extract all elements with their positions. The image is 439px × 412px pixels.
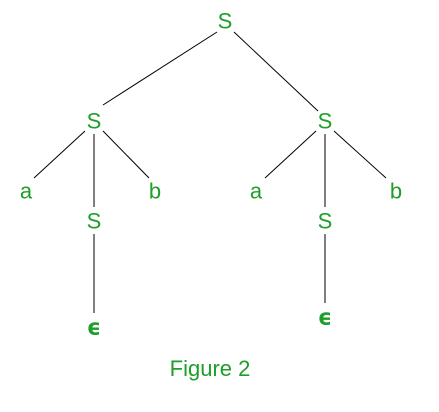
edge-root-to-left-s (102, 31, 218, 106)
node-right-b: b (390, 179, 402, 204)
edge-left-s-to-left-b (102, 130, 150, 179)
node-right-s: S (318, 109, 333, 134)
node-root: S (218, 9, 233, 34)
edge-left-s-to-left-a (33, 130, 86, 179)
node-left-mid-s: S (87, 209, 102, 234)
edge-right-s-to-right-a (264, 130, 317, 179)
node-left-b: b (149, 179, 161, 204)
node-right-mid-s: S (318, 209, 333, 234)
figure-caption: Figure 2 (169, 356, 251, 381)
node-right-epsilon: ϵ (318, 306, 332, 331)
node-left-epsilon: ϵ (87, 316, 101, 341)
node-left-a: a (20, 179, 33, 204)
node-left-s: S (87, 109, 102, 134)
tree-edges (33, 31, 387, 313)
edge-right-s-to-right-b (333, 130, 387, 179)
edge-root-to-right-s (233, 31, 319, 112)
node-right-a: a (250, 179, 263, 204)
